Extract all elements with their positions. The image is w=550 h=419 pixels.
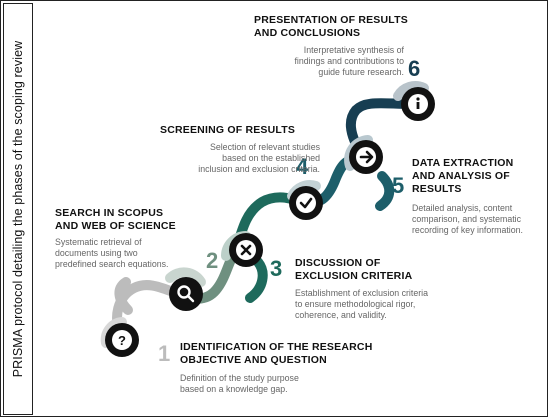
arrow-right-icon [359,150,374,164]
step-title-4: SCREENING OF RESULTS [160,124,296,136]
connector-mid-hook [245,257,268,303]
step-number-4: 4 [296,154,309,179]
halo-6 [393,81,429,101]
step-number-1: 1 [158,341,171,366]
step-number-5: 5 [392,173,405,198]
side-title-box [3,3,33,415]
node-3 [229,233,263,267]
step-description-2: Systematic retrieval of documents using … [55,237,169,269]
connector-start-tail [114,277,133,315]
step-number-2: 2 [206,248,219,273]
node-2 [169,277,203,311]
step-description-1: Definition of the study purpose based on… [180,373,299,394]
step-description-6: Interpretative synthesis of findings and… [294,45,404,77]
step-number-3: 3 [270,256,283,281]
node-4 [289,186,323,220]
info-icon [416,97,420,109]
node-6 [401,87,435,121]
step-title-5: DATA EXTRACTION AND ANALYSIS OF RESULTS [412,157,514,195]
step-title-1: IDENTIFICATION OF THE RESEARCH OBJECTIVE… [180,341,373,366]
svg-text:?: ? [118,333,126,348]
question-icon [112,330,132,350]
step-title-3: DISCUSSION OF EXCLUSION CRITERIA [295,257,413,282]
node-1: ? [105,323,139,357]
check-icon [299,197,313,209]
step-title-6: PRESENTATION OF RESULTS AND CONCLUSIONS [254,14,408,39]
step-description-3: Establishment of exclusion criteria to e… [295,288,428,320]
node-5 [349,140,383,174]
connector-upper-hook [375,171,395,211]
step-number-6: 6 [408,56,421,81]
step-description-4: Selection of relevant studies based on t… [198,142,320,174]
halo-2 [165,267,206,287]
magnifier-icon [177,285,195,303]
x-icon [240,244,252,256]
step-title-2: SEARCH IN SCOPUS AND WEB OF SCIENCE [55,207,176,232]
step-description-5: Detailed analysis, content comparison, a… [412,203,523,235]
